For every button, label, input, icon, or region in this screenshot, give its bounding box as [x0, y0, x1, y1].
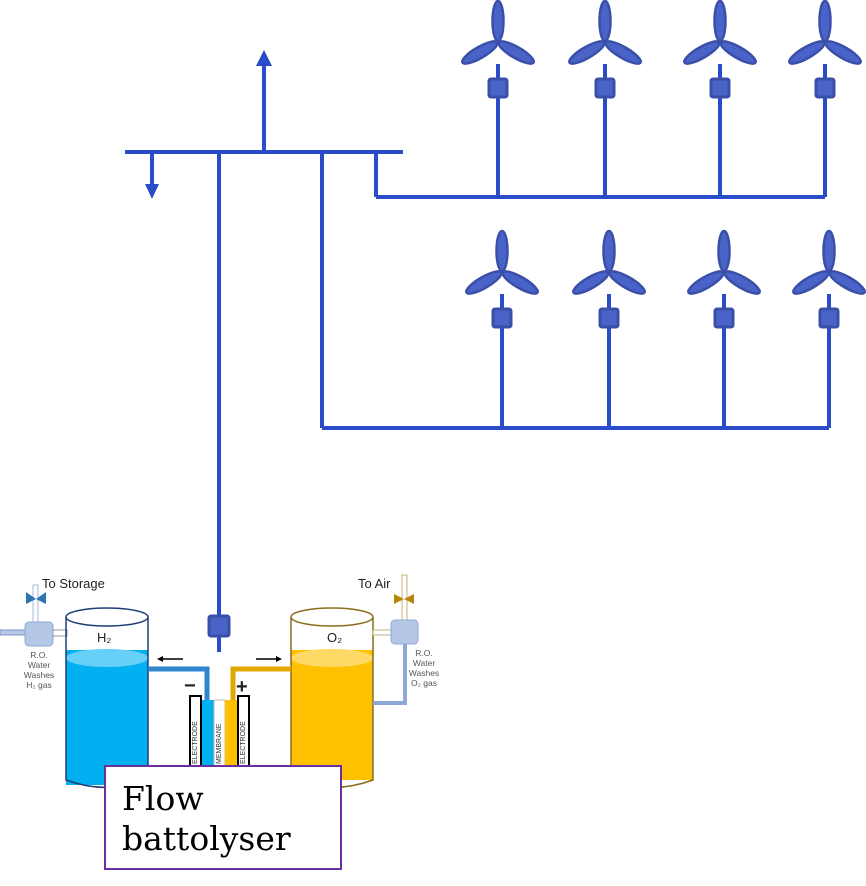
washer: [24, 621, 54, 647]
converter-box: [598, 307, 620, 329]
turbine-blade: [719, 40, 757, 65]
wind-turbine-icon: [465, 229, 539, 428]
turbine-blade: [828, 270, 866, 295]
anode-chamber: [225, 700, 237, 766]
wind-turbine-icon: [461, 0, 535, 197]
converter-box: [713, 307, 735, 329]
electrode-left-label: ELECTRODE: [192, 721, 199, 764]
flow-arrow-right-icon: [256, 656, 282, 662]
h2-tank-top: [65, 607, 149, 627]
turbine-blade: [604, 40, 642, 65]
converter-box: [818, 307, 840, 329]
turbine-blade: [572, 270, 610, 295]
turbine-blade: [568, 40, 606, 65]
ro-right-label: R.O. Water Washes O₂ gas: [408, 648, 440, 688]
turbine-blade: [824, 40, 862, 65]
o2-tube: [230, 666, 291, 700]
turbine-blade: [713, 0, 727, 43]
turbines: [461, 0, 866, 428]
valve-icon: [394, 594, 414, 604]
turbine-blade: [501, 270, 539, 295]
wind-turbine-icon: [687, 229, 761, 428]
turbine-blade: [461, 40, 499, 65]
wind-turbine-icon: [572, 229, 646, 428]
turbine-blade: [683, 40, 721, 65]
ro-left-label: R.O. Water Washes H₂ gas: [23, 650, 55, 690]
flow-battolyser-label: Flow battolyser: [104, 765, 342, 870]
pipe: [373, 644, 407, 705]
turbine-blade: [608, 270, 646, 295]
wind-turbine-icon: [788, 0, 862, 197]
wind-turbine-icon: [792, 229, 866, 428]
turbine-blade: [465, 270, 503, 295]
turbine-blade: [495, 229, 509, 273]
turbine-blade: [822, 229, 836, 273]
converter-box: [709, 77, 731, 99]
turbine-blade: [598, 0, 612, 43]
o2-liquid: [291, 650, 373, 780]
turbine-blade: [687, 270, 725, 295]
to-air-label: To Air: [358, 576, 391, 591]
o2-surface: [291, 649, 373, 667]
o2-tank-top: [290, 607, 374, 627]
converter-box: [491, 307, 513, 329]
pipe: [32, 584, 39, 626]
up-arrow-icon: [256, 50, 272, 66]
h2-label: H₂: [97, 630, 112, 645]
to-storage-label: To Storage: [42, 576, 105, 591]
h2-tube: [148, 666, 210, 700]
converter-box: [594, 77, 616, 99]
turbine-blade: [792, 270, 830, 295]
o2-label: O₂: [327, 630, 343, 645]
pipe: [372, 629, 392, 636]
converter-box: [207, 614, 231, 638]
flow-arrow-left-icon: [157, 656, 183, 662]
turbine-blade: [497, 40, 535, 65]
turbine-blade: [723, 270, 761, 295]
plus-sign: +: [236, 676, 248, 698]
wind-turbine-icon: [568, 0, 642, 197]
minus-sign: −: [184, 675, 196, 697]
turbine-blade: [602, 229, 616, 273]
turbine-blade: [788, 40, 826, 65]
turbine-blade: [717, 229, 731, 273]
h2-surface: [66, 649, 148, 667]
washer: [390, 619, 419, 645]
converter-box: [487, 77, 509, 99]
wind-turbine-icon: [683, 0, 757, 197]
battolyser: [0, 574, 419, 789]
down-arrow-icon: [145, 184, 159, 199]
pipe: [0, 629, 29, 636]
h2-liquid: [66, 650, 148, 785]
turbine-blade: [818, 0, 832, 43]
converter-box: [814, 77, 836, 99]
valve-icon: [26, 592, 46, 604]
cathode-chamber: [202, 700, 214, 766]
grid-lines: [125, 62, 829, 652]
pipe: [52, 629, 68, 637]
membrane-label: MEMBRANE: [216, 723, 223, 764]
turbine-blade: [491, 0, 505, 43]
electrode-right-label: ELECTRODE: [240, 721, 247, 764]
